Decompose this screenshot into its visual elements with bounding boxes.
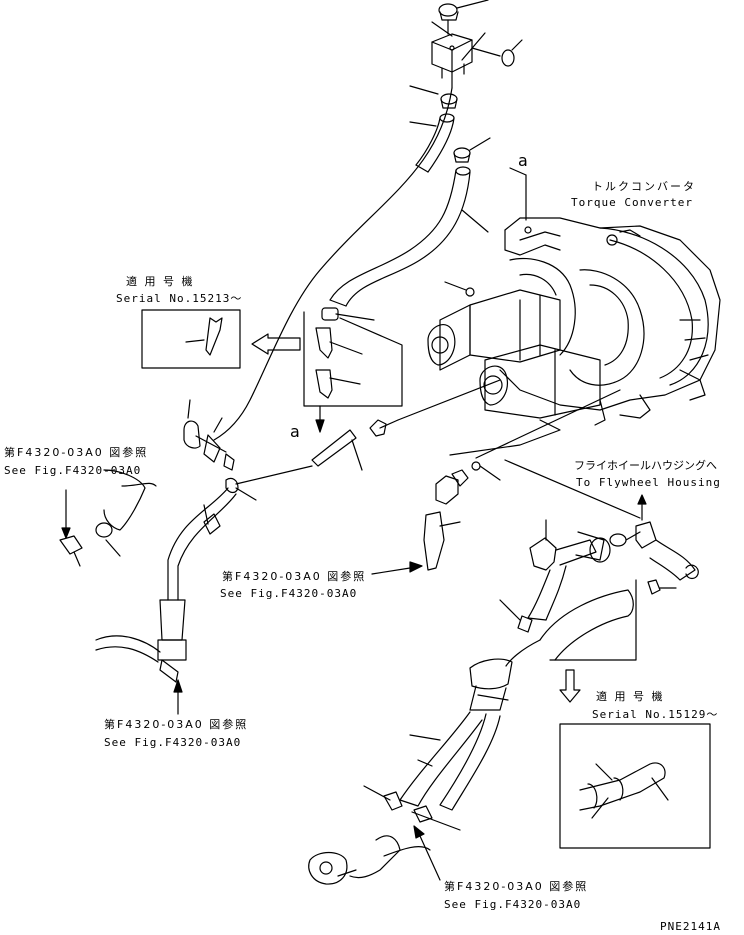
ref-f4320-bottom-jp: 第F4320-03A0 図参照	[444, 880, 589, 893]
suction-pipe	[399, 519, 634, 811]
left-fitting	[59, 469, 157, 567]
torque-converter	[499, 217, 721, 426]
ref-f4320-mid-jp: 第F4320-03A0 図参照	[222, 570, 367, 583]
callout-a-top: a	[518, 151, 529, 170]
ref-f4320-bottom-en: See Fig.F4320-03A0	[444, 898, 582, 911]
flywheel-label-en: To Flywheel Housing	[576, 476, 721, 489]
flywheel-label-jp: フライホイールハウジングへ	[574, 459, 717, 472]
flywheel-line	[475, 389, 699, 595]
top-valve-assembly	[431, 0, 523, 89]
torque-converter-label-jp: トルクコンバータ	[592, 180, 696, 193]
ref-f4320-left-jp: 第F4320-03A0 図参照	[4, 446, 149, 459]
ref-f4320-left-en: See Fig.F4320-03A0	[4, 464, 142, 477]
pump-hose	[311, 379, 501, 471]
hydraulic-pumps	[427, 281, 601, 456]
right-fittings	[423, 461, 501, 571]
upper-hose	[329, 85, 491, 307]
inset-box-serial-15129	[549, 579, 711, 849]
breather-tube	[213, 87, 453, 441]
callout-a-left: a	[290, 422, 301, 441]
drawing-number: PNE2141A	[660, 920, 721, 933]
left-clamp-assembly	[95, 399, 313, 683]
bottom-hose-fittings	[308, 785, 461, 885]
detail-arrow	[251, 333, 301, 355]
serial-15213-label-jp: 適 用 号 機	[126, 275, 195, 288]
serial-15129-label-en: Serial No.15129～	[592, 708, 719, 721]
reference-arrows	[61, 167, 527, 881]
inset-box-serial-15213	[141, 309, 241, 369]
torque-converter-label-en: Torque Converter	[571, 196, 693, 209]
serial-15129-label-jp: 適 用 号 機	[596, 690, 665, 703]
ref-f4320-lower-jp: 第F4320-03A0 図参照	[104, 718, 249, 731]
serial-15213-label-en: Serial No.15213～	[116, 292, 243, 305]
detail-box	[303, 307, 403, 433]
ref-f4320-lower-en: See Fig.F4320-03A0	[104, 736, 242, 749]
ref-f4320-mid-en: See Fig.F4320-03A0	[220, 587, 358, 600]
